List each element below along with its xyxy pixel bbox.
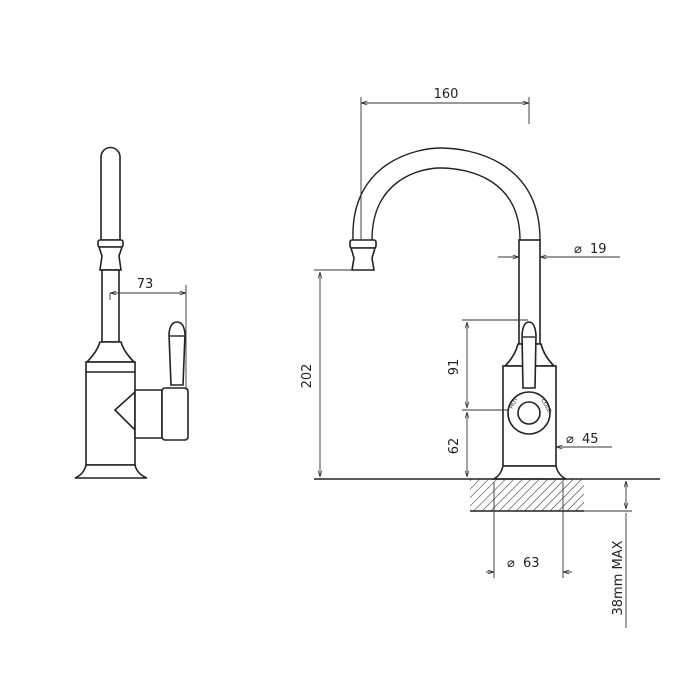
dim-handle-height: 91 [447,319,528,411]
dim-bench-thickness-label: 38mm MAX [611,540,626,615]
spout-inner [371,167,521,241]
bench-section [470,479,584,511]
spout-aerator-ring [349,239,377,249]
dim-body-diameter-symbol: ⌀ [566,432,574,447]
side-cartridge [134,389,163,439]
dim-base-diameter: ⌀ 63 [486,482,572,578]
front-lever-handle [521,321,537,389]
front-handle-inner [517,401,541,425]
dim-body-height: 62 [447,412,467,477]
dim-body-diameter-label: 45 [582,432,599,447]
side-spout-collar [97,246,124,271]
dim-side-depth: 73 [109,277,187,390]
side-handle-hub [161,387,189,441]
front-view: HOT COLD [349,147,567,480]
benchtop [314,478,660,512]
side-view [74,146,189,479]
side-body-top [85,341,136,363]
side-base [74,464,148,479]
dim-base-diameter-symbol: ⌀ [507,556,515,571]
dim-overall-height-label: 202 [300,364,315,389]
dim-spout-diameter-label: 19 [590,242,607,257]
dim-handle-height-label: 91 [447,359,462,376]
dim-spout-reach-label: 160 [434,87,459,102]
dim-spout-reach: 160 [360,87,530,240]
dim-base-diameter-label: 63 [523,556,540,571]
dim-bench-thickness: 38mm MAX [584,481,632,628]
side-spout-stem [100,146,121,241]
side-neck [101,269,120,343]
front-base [490,465,567,480]
side-lever-handle [168,321,186,386]
dim-spout-diameter: ⌀ 19 [498,242,620,257]
dim-body-diameter: ⌀ 45 [556,432,612,447]
hot-label: HOT [509,396,520,410]
dim-side-depth-label: 73 [137,277,154,292]
dim-spout-diameter-symbol: ⌀ [574,242,582,257]
spout-aerator [349,247,377,271]
side-spout-ring [97,239,124,248]
dim-body-height-label: 62 [447,438,462,455]
dim-overall-height: 202 [300,269,352,477]
spout-outer [352,147,541,241]
